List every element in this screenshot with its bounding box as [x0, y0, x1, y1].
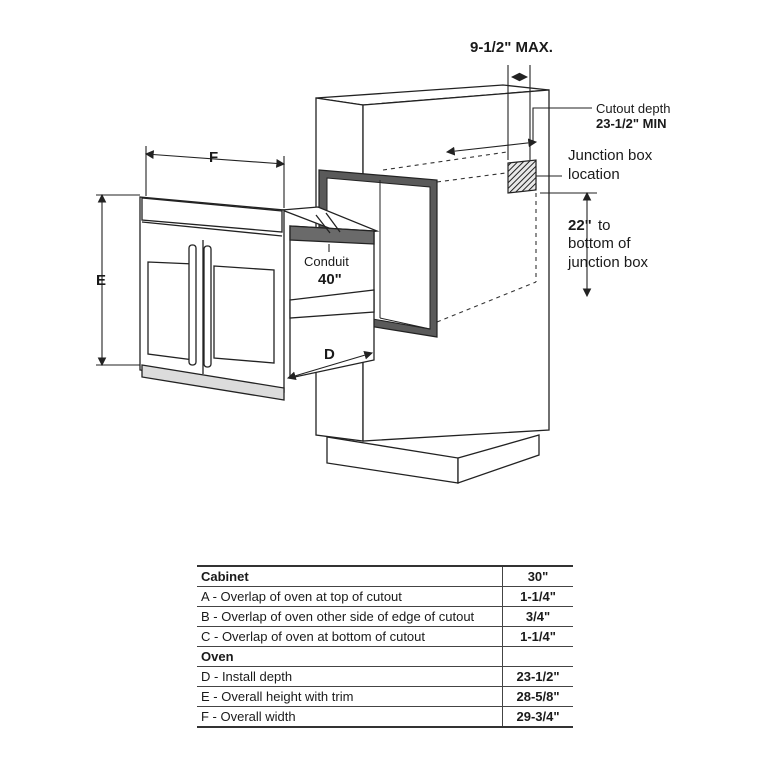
junction-height-value: 22" [568, 217, 592, 234]
spec-label: Oven [197, 646, 503, 667]
cutout-depth-label: Cutout depth [596, 101, 670, 116]
spec-label: E - Overall height with trim [197, 686, 503, 707]
conduit-length-label: 40" [318, 271, 342, 288]
table-row: B - Overlap of oven other side of edge o… [197, 606, 573, 627]
spec-value: 28-5/8" [502, 686, 573, 707]
spec-value: 30" [502, 565, 573, 587]
spec-label: B - Overlap of oven other side of edge o… [197, 606, 503, 627]
dimension-f-label: F [209, 149, 218, 166]
junction-box-label: Junction box [568, 147, 653, 164]
dimension-d-label: D [324, 346, 335, 363]
junction-height-line2: bottom of [568, 235, 631, 252]
conduit-label: Conduit [304, 254, 349, 269]
spec-label: Cabinet [197, 565, 503, 587]
oven-door-left [147, 261, 195, 361]
spec-label: D - Install depth [197, 666, 503, 687]
spec-value: 29-3/4" [502, 706, 573, 728]
cabinet-toe-kick [326, 436, 459, 484]
dimension-lines [96, 65, 597, 381]
spec-value: 3/4" [502, 606, 573, 627]
oven-trim-bottom [141, 364, 285, 401]
installation-diagram: 9-1/2" MAX. Cutout depth 23-1/2" MIN Jun… [96, 39, 670, 484]
cabinet-toe-side [457, 434, 540, 484]
table-section-row: Oven [197, 646, 573, 667]
oven-control-panel [141, 197, 283, 233]
junction-box-location-label: location [568, 166, 620, 183]
spec-value: 23-1/2" [502, 666, 573, 687]
spec-label: A - Overlap of oven at top of cutout [197, 586, 503, 607]
junction-height-line3: junction box [567, 254, 649, 271]
spec-value: 1-1/4" [502, 586, 573, 607]
door-handle-left [188, 244, 197, 366]
spec-value: 1-1/4" [502, 626, 573, 647]
spec-label: F - Overall width [197, 706, 503, 728]
oven [139, 196, 380, 401]
junction-height-to: to [598, 217, 611, 234]
dimension-e-label: E [96, 272, 106, 289]
junction-box [507, 159, 537, 194]
cutout-depth-value: 23-1/2" MIN [596, 116, 666, 131]
max-depth-label: 9-1/2" MAX. [470, 39, 553, 56]
spec-value [502, 646, 573, 667]
spec-label: C - Overlap of oven at bottom of cutout [197, 626, 503, 647]
oven-door-right [213, 265, 275, 364]
door-handle-right [203, 245, 212, 368]
